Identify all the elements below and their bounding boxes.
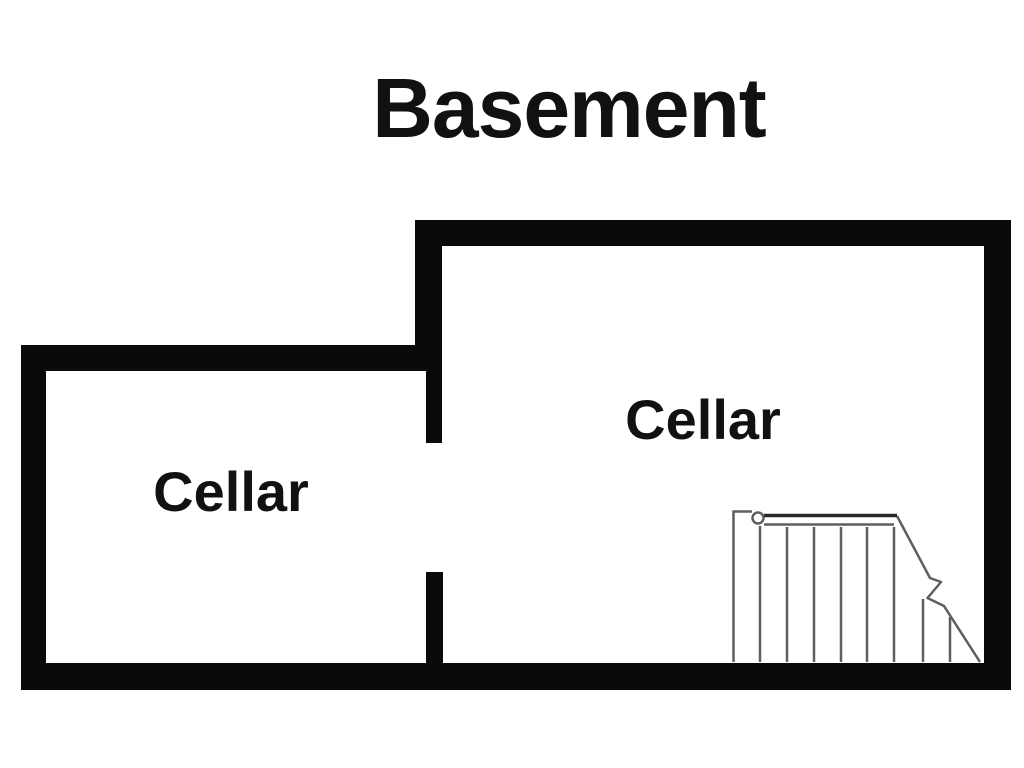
wall-divider-stub-upper [426,371,442,443]
stairs-break-line [895,515,982,663]
room-label-cellar-right: Cellar [625,388,781,451]
page-title: Basement [372,61,767,155]
stairs-left-edge [732,510,752,662]
stairs-newel-circle [751,511,765,525]
wall-divider-stub-lower [426,572,443,663]
wall-right [984,220,1011,690]
wall-bottom [21,663,1011,690]
wall-left [21,345,46,690]
room-label-cellar-left: Cellar [153,460,309,523]
wall-top-left-room [21,345,442,371]
wall-divider-upper [415,220,442,371]
wall-top-right-room [415,220,1011,246]
